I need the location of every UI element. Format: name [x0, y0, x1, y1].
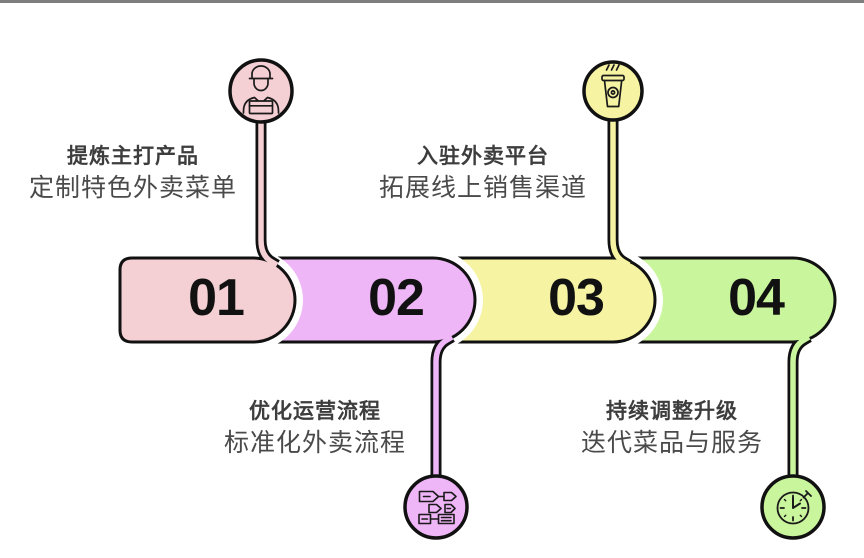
- step-1-subtitle: 定制特色外卖菜单: [28, 174, 237, 202]
- step-2-icon-circle: [403, 474, 469, 540]
- step-4-connector: [790, 334, 811, 495]
- step-4-label: 持续调整升级 迭代菜品与服务: [552, 396, 792, 458]
- step-number: 01: [188, 269, 244, 327]
- step-number: 04: [728, 269, 785, 327]
- clock-icon: [776, 490, 812, 525]
- step-1-connector: [258, 120, 279, 268]
- delivery-person-icon: [242, 65, 280, 115]
- step-3-label: 入驻外卖平台 拓展线上销售渠道: [363, 141, 603, 203]
- step-3-title: 入驻外卖平台: [417, 145, 549, 168]
- step-2-group: 02: [232, 250, 483, 540]
- step-2-title: 优化运营流程: [249, 400, 381, 423]
- step-4-subtitle: 迭代菜品与服务: [580, 429, 763, 457]
- step-number: 03: [548, 269, 604, 327]
- step-1-banner: [118, 256, 297, 344]
- drink-cup-icon: [601, 64, 625, 108]
- step-1-group: 01: [112, 58, 303, 350]
- top-border-bar: [0, 0, 864, 3]
- step-2-connector: [433, 334, 454, 495]
- step-2-label: 优化运营流程 标准化外卖流程: [195, 396, 435, 458]
- step-3-connector: [610, 120, 631, 268]
- step-4-group: 04: [592, 250, 843, 540]
- step-4-title: 持续调整升级: [606, 400, 738, 423]
- step-2-subtitle: 标准化外卖流程: [223, 429, 406, 457]
- step-number: 02: [368, 269, 424, 327]
- step-1-title: 提炼主打产品: [67, 145, 199, 168]
- step-1-label: 提炼主打产品 定制特色外卖菜单: [13, 141, 253, 203]
- workflow-icon: [418, 490, 457, 525]
- step-3-subtitle: 拓展线上销售渠道: [378, 174, 587, 202]
- step-3-group: 03: [412, 60, 663, 350]
